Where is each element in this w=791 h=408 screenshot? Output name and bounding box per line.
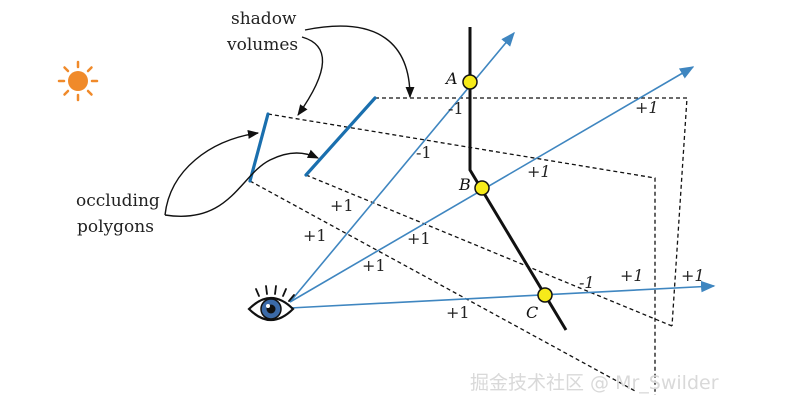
shadow-volume-edges [249,97,688,395]
point-c-marker [537,287,553,303]
shadow-volumes-label-line1: shadow [231,9,297,29]
occluding-polygons-label-line1: occluding [76,191,160,211]
point-a-label: A [444,69,458,88]
occluding-polygons-label-line2: polygons [77,217,154,237]
occluding-polygon-2 [304,96,377,177]
shadow-volumes-arrow-1 [297,36,324,116]
count-minus1-near-a: -1 [448,99,464,118]
shadow-volume-1-bottom-edge [249,180,638,393]
point-c-label: C [526,303,538,322]
point-a-marker [462,74,478,90]
point-b-marker [474,180,490,196]
occluding-arrow-1 [164,130,260,216]
ray-to-c [289,280,716,309]
ray-to-a [289,31,515,303]
sun-icon [57,60,99,102]
shadow-volumes-arrow-2 [304,25,415,99]
shadow-volume-2-top-edge [375,97,688,327]
occluding-arrow-2 [164,149,320,217]
receiving-object-line [468,27,568,331]
count-plus1-bottom-b: +1 [681,266,705,285]
count-plus1-near-b: +1 [527,162,551,181]
shadow-volumes-label-line2: volumes [226,35,298,55]
count-plus1-ray1-a: +1 [303,226,327,245]
watermark: 掘金技术社区 @ Mr_Swilder [470,372,719,394]
annotation-arrows [164,25,415,217]
shadow-volume-2-bottom-edge [305,174,673,327]
occluding-polygon-1 [248,112,270,183]
ray-to-b [289,66,695,303]
count-plus1-ray2-b: +1 [407,229,431,248]
count-plus1-ray2-a: +1 [330,196,354,215]
occluding-polygons [248,96,377,183]
count-minus1-mid: -1 [416,143,432,162]
shadow-volume-1-top-edge [267,113,656,395]
count-plus1-bottom-a: +1 [620,266,644,285]
point-b-label: B [458,175,471,194]
count-plus1-ray1-b: +1 [362,256,386,275]
eye-icon [247,285,295,322]
viewing-rays [289,31,716,309]
count-minus1-bottom: -1 [579,273,595,292]
intersection-points [462,74,553,303]
count-plus1-ray3: +1 [446,303,470,322]
count-plus1-top-right: +1 [635,98,659,117]
